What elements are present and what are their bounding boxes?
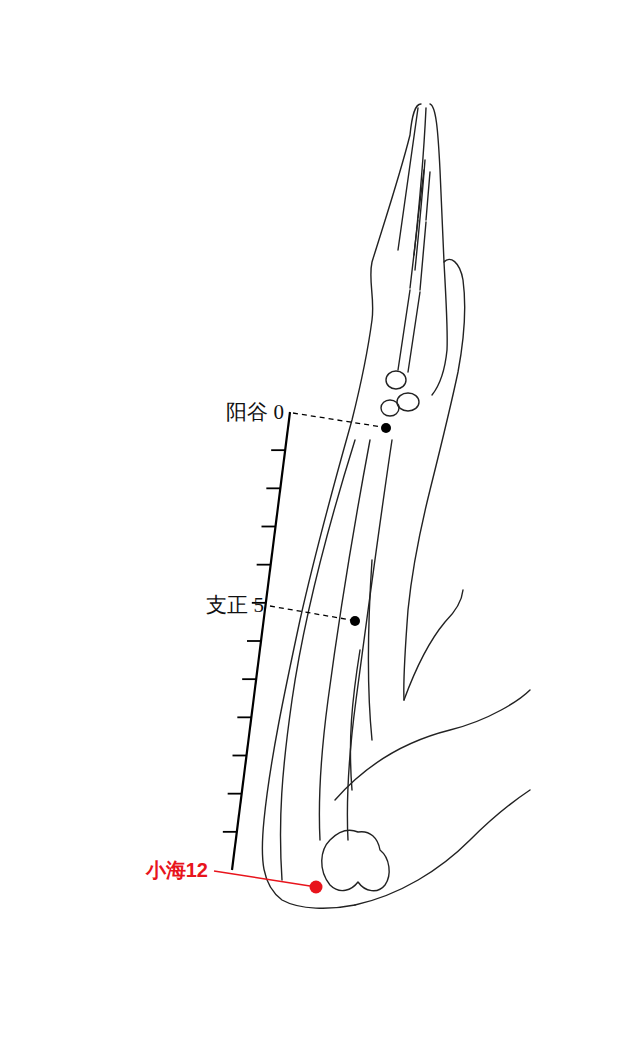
arm-outline <box>262 104 421 908</box>
acupoint-dot <box>350 616 360 626</box>
upper-arm-outline <box>335 690 530 800</box>
acupoint-dot <box>310 881 323 894</box>
scale-tick <box>262 526 276 528</box>
carpal-bone <box>381 400 399 416</box>
acupoint-label-highlight: 小海12 <box>146 860 208 880</box>
scale-tick <box>247 640 261 642</box>
carpal-bone <box>386 371 406 389</box>
scale-tick <box>271 449 285 451</box>
forearm-contour <box>280 440 355 880</box>
scale-tick <box>242 678 256 680</box>
leader-line <box>293 413 382 427</box>
acupoint-label: 阳谷 0 <box>226 402 284 423</box>
acupoint-label: 支正 5 <box>206 595 264 616</box>
ulna-bone <box>319 440 392 840</box>
scale-tick <box>228 793 242 795</box>
scale-tick <box>237 716 251 718</box>
thumb-outline <box>432 262 447 395</box>
hand-outline <box>404 104 465 700</box>
upper-arm-outline <box>404 590 463 700</box>
scale-bar <box>232 412 290 870</box>
carpal-bone <box>397 393 419 411</box>
acupoint-dot <box>381 423 391 433</box>
leader-line <box>214 871 310 886</box>
humerus-bone <box>322 830 389 890</box>
scale-tick <box>257 564 271 566</box>
leader-line <box>270 606 351 620</box>
scale-tick <box>223 831 237 833</box>
scale-tick <box>233 755 247 757</box>
finger-bone <box>398 170 430 372</box>
radius-bone <box>350 560 372 790</box>
scale-tick <box>266 487 280 489</box>
